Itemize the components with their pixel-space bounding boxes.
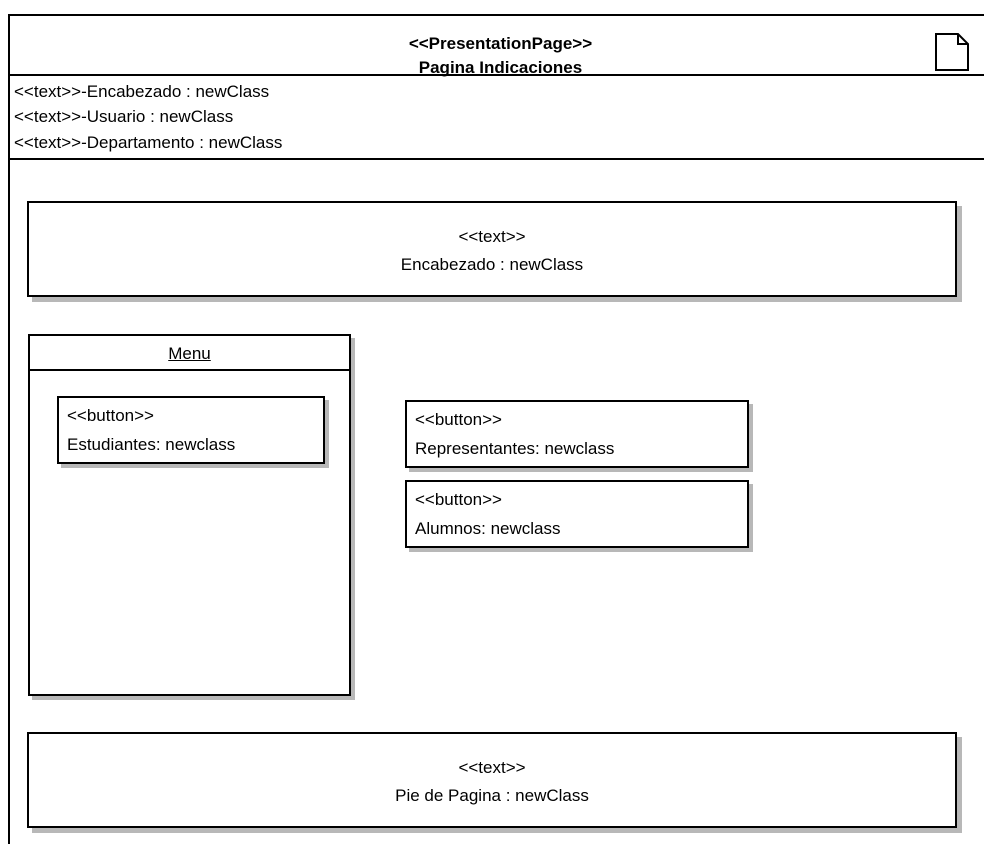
footer-text-box: <<text>> Pie de Pagina : newClass (27, 732, 957, 828)
representantes-stereotype: <<button>> (415, 410, 502, 429)
menu-panel: Menu (28, 334, 351, 696)
page-title: Pagina Indicaciones (418, 58, 583, 77)
encabezado-label: Encabezado : newClass (400, 255, 584, 274)
alumnos-button[interactable]: <<button>> Alumnos: newclass (405, 480, 749, 548)
encabezado-stereotype: <<text>> (458, 227, 526, 246)
page-header: <<PresentationPage>> Pagina Indicaciones (8, 14, 984, 77)
attribute-item-encabezado: <<text>>-Encabezado : newClass (14, 82, 270, 101)
footer-label: Pie de Pagina : newClass (395, 786, 589, 805)
attribute-item-departamento: <<text>>-Departamento : newClass (14, 133, 283, 152)
estudiantes-stereotype: <<button>> (67, 406, 154, 425)
alumnos-stereotype: <<button>> (415, 490, 502, 509)
encabezado-text-box: <<text>> Encabezado : newClass (27, 201, 957, 297)
document-icon (935, 33, 969, 71)
estudiantes-label: Estudiantes: newclass (67, 435, 236, 454)
attribute-item-usuario: <<text>>-Usuario : newClass (14, 107, 234, 126)
footer-stereotype: <<text>> (458, 758, 526, 777)
menu-divider (30, 369, 349, 371)
alumnos-label: Alumnos: newclass (415, 519, 561, 538)
menu-title: Menu (168, 344, 211, 363)
attribute-list: <<text>>-Encabezado : newClass <<text>>-… (8, 77, 984, 160)
estudiantes-button[interactable]: <<button>> Estudiantes: newclass (57, 396, 325, 464)
representantes-label: Representantes: newclass (415, 439, 615, 458)
page-stereotype: <<PresentationPage>> (408, 34, 593, 53)
representantes-button[interactable]: <<button>> Representantes: newclass (405, 400, 749, 468)
